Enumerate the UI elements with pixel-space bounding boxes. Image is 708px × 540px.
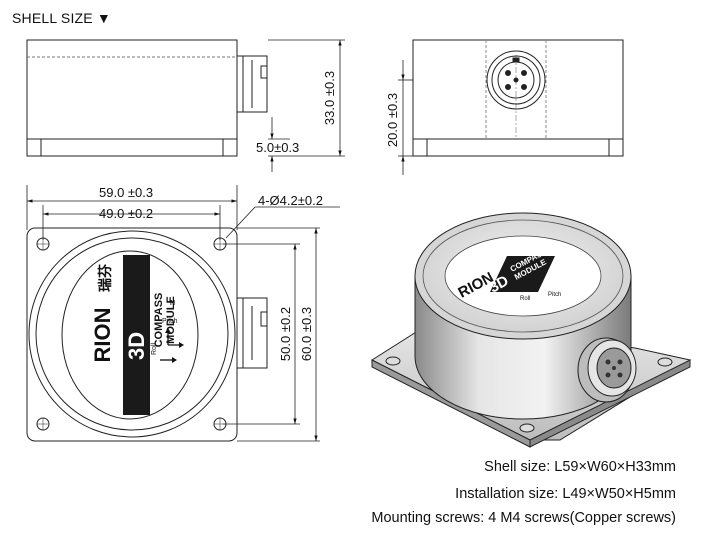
- front-height-dimension: 20.0 ±0.3: [385, 93, 400, 147]
- iso-pitch: Pitch: [548, 292, 561, 298]
- iso-roll: Roll: [520, 296, 530, 302]
- shell-size-spec: Shell size: L59×W60×H33mm: [484, 459, 676, 475]
- isometric-view: RION 3D COMPASS MODULE Roll Pitch: [370, 212, 692, 448]
- outer-length-dimension: 59.0 ±0.3: [99, 185, 153, 200]
- front-body: [412, 39, 624, 157]
- top-view: [26, 185, 340, 442]
- side-view: [26, 39, 345, 172]
- connector-outer: [486, 50, 546, 110]
- side-connector: [236, 55, 268, 113]
- side-height-dimension: 33.0 ±0.3: [322, 71, 337, 125]
- brand-cn: 瑞芬: [97, 263, 114, 292]
- brand-logo: RION: [90, 308, 115, 363]
- north-label: N: [170, 300, 175, 307]
- label-compass: COMPASS: [153, 293, 165, 348]
- shell-size-heading: SHELL SIZE ▼: [12, 10, 111, 26]
- hole-dimension: 4-Ø4.2±0.2: [258, 193, 323, 208]
- pitch-label: Pitch: [162, 318, 178, 325]
- model-3d: 3D: [124, 332, 149, 360]
- housing-outer: [28, 230, 236, 438]
- roll-label: Roll: [151, 342, 158, 355]
- compass-label: RION 瑞芬 3D COMPASS MODULE Pitch Roll N: [61, 250, 199, 420]
- outer-width-dimension: 60.0 ±0.3: [299, 307, 314, 361]
- side-flange-dimension: 5.0±0.3: [256, 140, 299, 155]
- inner-width-dimension: 50.0 ±0.2: [278, 307, 293, 361]
- mounting-screws-spec: Mounting screws: 4 M4 screws(Copper scre…: [371, 510, 676, 526]
- inner-length-dimension: 49.0 ±0.2: [99, 206, 153, 221]
- installation-size-spec: Installation size: L49×W50×H5mm: [455, 486, 676, 502]
- top-connector: [236, 297, 268, 369]
- front-view: [398, 39, 624, 175]
